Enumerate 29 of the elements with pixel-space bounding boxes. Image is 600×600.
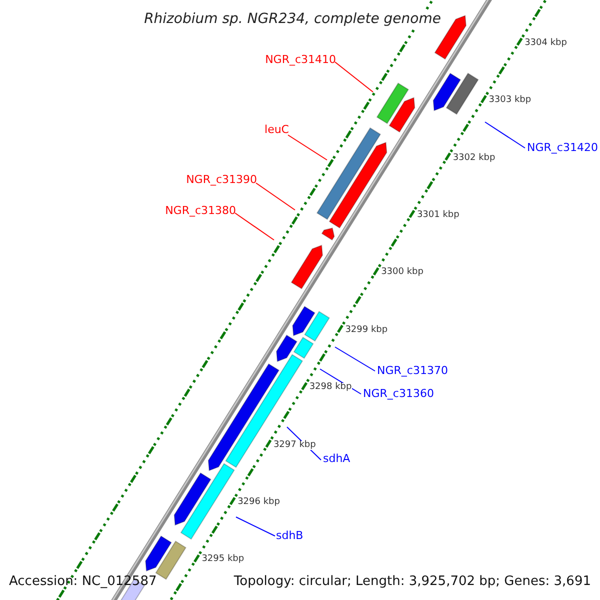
scale-label: 3299 kbp <box>345 326 388 335</box>
gene-label: sdhA <box>323 453 350 464</box>
gene-label: sdhB <box>276 530 304 541</box>
leader-line <box>256 182 296 210</box>
scale-label: 3296 kbp <box>238 498 280 508</box>
scale-label: 3302 kbp <box>452 154 496 163</box>
scale-label: 3300 kbp <box>381 268 424 278</box>
gene-label: NGR_c31380 <box>165 205 236 216</box>
gene-label: NGR_c31370 <box>377 365 448 376</box>
leader-line <box>288 134 328 160</box>
map-title: Rhizobium sp. NGR234, complete genome <box>142 11 443 27</box>
gene-label: NGR_c31420 <box>527 142 598 153</box>
gene-label: NGR_c31410 <box>265 54 336 65</box>
genome-info-text: Topology: circular; Length: 3,925,702 bp; Genes: 3,691 <box>234 575 591 588</box>
gene-label: NGR_c31390 <box>186 174 257 185</box>
accession-text: Accession: NC_012587 <box>9 575 157 588</box>
gene-label: leuC <box>264 124 289 135</box>
scale-label: 3295 kbp <box>202 555 244 564</box>
leader-line <box>234 212 274 240</box>
leader-line <box>334 62 374 92</box>
scale-label: 3297 kbp <box>273 440 316 450</box>
scale-label: 3301 kbp <box>416 210 460 220</box>
gene-label: NGR_c31360 <box>363 388 434 399</box>
scale-label: 3303 kbp <box>488 96 532 106</box>
leader-line <box>484 122 526 148</box>
scale-label: 3298 kbp <box>309 383 352 392</box>
scale-label: 3304 kbp <box>524 38 567 48</box>
leader-line <box>236 516 276 536</box>
leader-line <box>334 346 376 372</box>
